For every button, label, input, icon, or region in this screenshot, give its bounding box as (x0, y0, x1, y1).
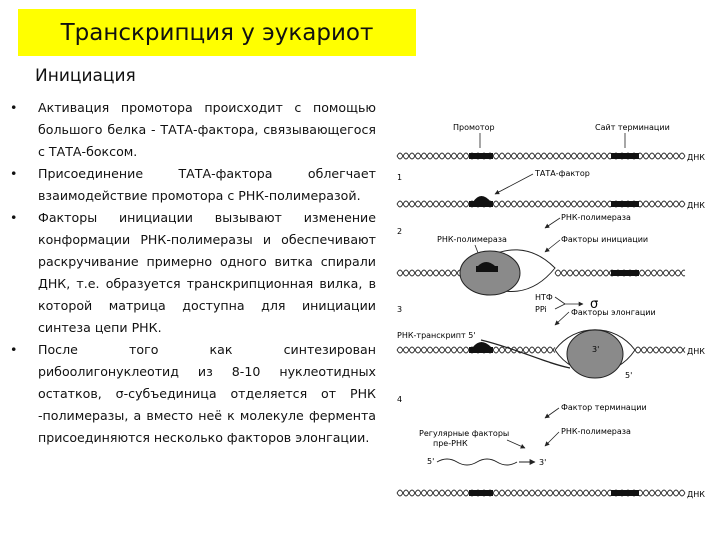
dna-strand (396, 269, 466, 277)
bullet-item: • Присоединение ТАТА-фактора облегчает в… (10, 163, 376, 207)
rna-transcript-label: РНК-транскрипт 5' (397, 331, 476, 340)
released-rna-strand (436, 458, 518, 466)
promoter-block (469, 201, 493, 207)
bullet-marker: • (10, 210, 18, 225)
sigma-label: σ (590, 297, 598, 312)
rna-polymerase-left-label: РНК-полимераза (437, 235, 507, 244)
section-subtitle: Инициация (35, 66, 136, 86)
dna-helix-3b (634, 346, 686, 354)
dna-helix-4 (396, 489, 686, 497)
termination-block (611, 270, 639, 276)
regular-factors-label-2: пре-РНК (433, 439, 468, 448)
polymerase-bottom-arrow (544, 431, 560, 447)
termination-arrow (544, 407, 560, 419)
five-prime-label: 5' (625, 371, 632, 380)
bullet-marker: • (10, 342, 18, 357)
bullet-list: • Активация промотора происходит с помощ… (10, 97, 376, 449)
dna-label: ДНК (687, 490, 705, 499)
promoter-block (476, 266, 498, 272)
bullet-text: Факторы инициации вызывают изменение кон… (38, 210, 376, 335)
termination-block (611, 201, 639, 207)
dna-strand (396, 269, 466, 277)
dna-helix-1 (396, 200, 686, 208)
bullet-text: Присоединение ТАТА-фактора облегчает вза… (38, 166, 376, 203)
bullet-marker: • (10, 166, 18, 181)
bullet-marker: • (10, 100, 18, 115)
promoter-label: Промотор (453, 123, 495, 132)
step-number: 1 (397, 173, 402, 182)
polymerase-arrow (544, 217, 561, 229)
elongation-factors-label: Факторы элонгации (571, 308, 656, 317)
diagram-svg: Промотор Сайт терминации ДНК 1 ТАТА-факт… (396, 123, 705, 499)
termination-factor-label: Фактор терминации (561, 403, 647, 412)
elongation-arrow (554, 311, 570, 326)
regular-factors-arrow (506, 439, 526, 449)
bullet-item: • Факторы инициации вызывают изменение к… (10, 207, 376, 339)
step-number: 3 (397, 305, 402, 314)
dna-helix-2a (396, 269, 466, 277)
bullet-item: • Активация промотора происходит с помощ… (10, 97, 376, 163)
tata-factor-shape (473, 196, 491, 202)
dna-helix-0 (396, 152, 686, 160)
dna-label: ДНК (687, 347, 705, 356)
bullet-text: Активация промотора происходит с помощью… (38, 100, 376, 159)
rna-polymerase-blob (459, 250, 521, 296)
initiation-arrow (544, 239, 561, 253)
initiation-factors-label: Факторы инициации (561, 235, 648, 244)
tata-factor-shape (478, 262, 495, 266)
rna-polymerase-blob (566, 329, 624, 379)
promoter-block (469, 153, 493, 159)
termination-block (611, 490, 639, 496)
bullet-text: После того как синтезирован рибоолигонук… (38, 342, 376, 445)
ntp-label: НТФ (535, 293, 553, 302)
ppi-label: PPi (535, 305, 547, 314)
bullet-item: • После того как синтезирован рибоолигон… (10, 339, 376, 449)
title-banner: Транскрипция у эукариот (18, 9, 416, 56)
dna-strand (634, 346, 686, 354)
regular-factors-label-1: Регулярные факторы (419, 429, 509, 438)
ppi-bracket (554, 303, 566, 310)
termination-site-label: Сайт терминации (595, 123, 670, 132)
rna-transcript-strand (480, 339, 571, 369)
rna-polymerase-label: РНК-полимераза (561, 213, 631, 222)
three-prime-label: 3' (592, 345, 599, 354)
transcription-diagram: Промотор Сайт терминации ДНК 1 ТАТА-факт… (385, 118, 705, 508)
promoter-block (469, 490, 493, 496)
step-number: 2 (397, 227, 402, 236)
ntp-bracket (554, 296, 566, 305)
dna-label: ДНК (687, 153, 705, 162)
dna-label: ДНК (687, 201, 705, 210)
tata-factor-label: ТАТА-фактор (534, 169, 590, 178)
rna-polymerase-bottom-label: РНК-полимераза (561, 427, 631, 436)
three-prime-bottom-label: 3' (539, 458, 546, 467)
tata-arrow (494, 173, 534, 195)
promoter-block (469, 347, 493, 353)
five-prime-bottom-label: 5' (427, 457, 434, 466)
page-title: Транскрипция у эукариот (60, 19, 374, 46)
step-number: 4 (397, 395, 402, 404)
dna-strand (634, 346, 686, 354)
termination-block (611, 153, 639, 159)
tata-factor-shape (473, 342, 491, 347)
